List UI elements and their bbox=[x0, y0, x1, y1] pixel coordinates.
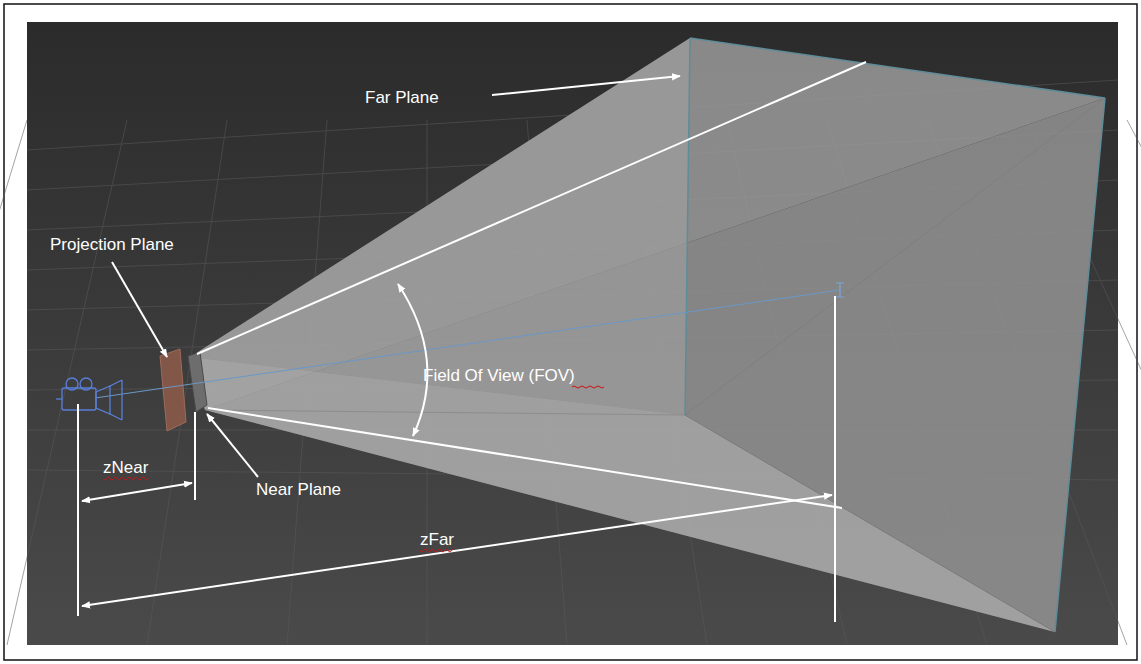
view-axis bbox=[95, 290, 840, 398]
projection-plane bbox=[160, 349, 186, 431]
near-plane-label: Near Plane bbox=[256, 480, 341, 500]
frustum bbox=[190, 38, 1105, 632]
znear-label: zNear bbox=[103, 458, 148, 478]
target-icon bbox=[836, 283, 844, 297]
frame bbox=[4, 4, 1137, 660]
viewport-ground bbox=[27, 22, 1118, 645]
zfar-label: zFar bbox=[420, 530, 454, 550]
fov-label: Field Of View (FOV) bbox=[423, 366, 575, 386]
annotation-lines bbox=[78, 62, 866, 622]
camera-icon bbox=[56, 378, 122, 420]
spellcheck-squiggle bbox=[572, 386, 604, 388]
far-plane-label: Far Plane bbox=[365, 88, 439, 108]
projection-plane-label: Projection Plane bbox=[50, 235, 174, 255]
